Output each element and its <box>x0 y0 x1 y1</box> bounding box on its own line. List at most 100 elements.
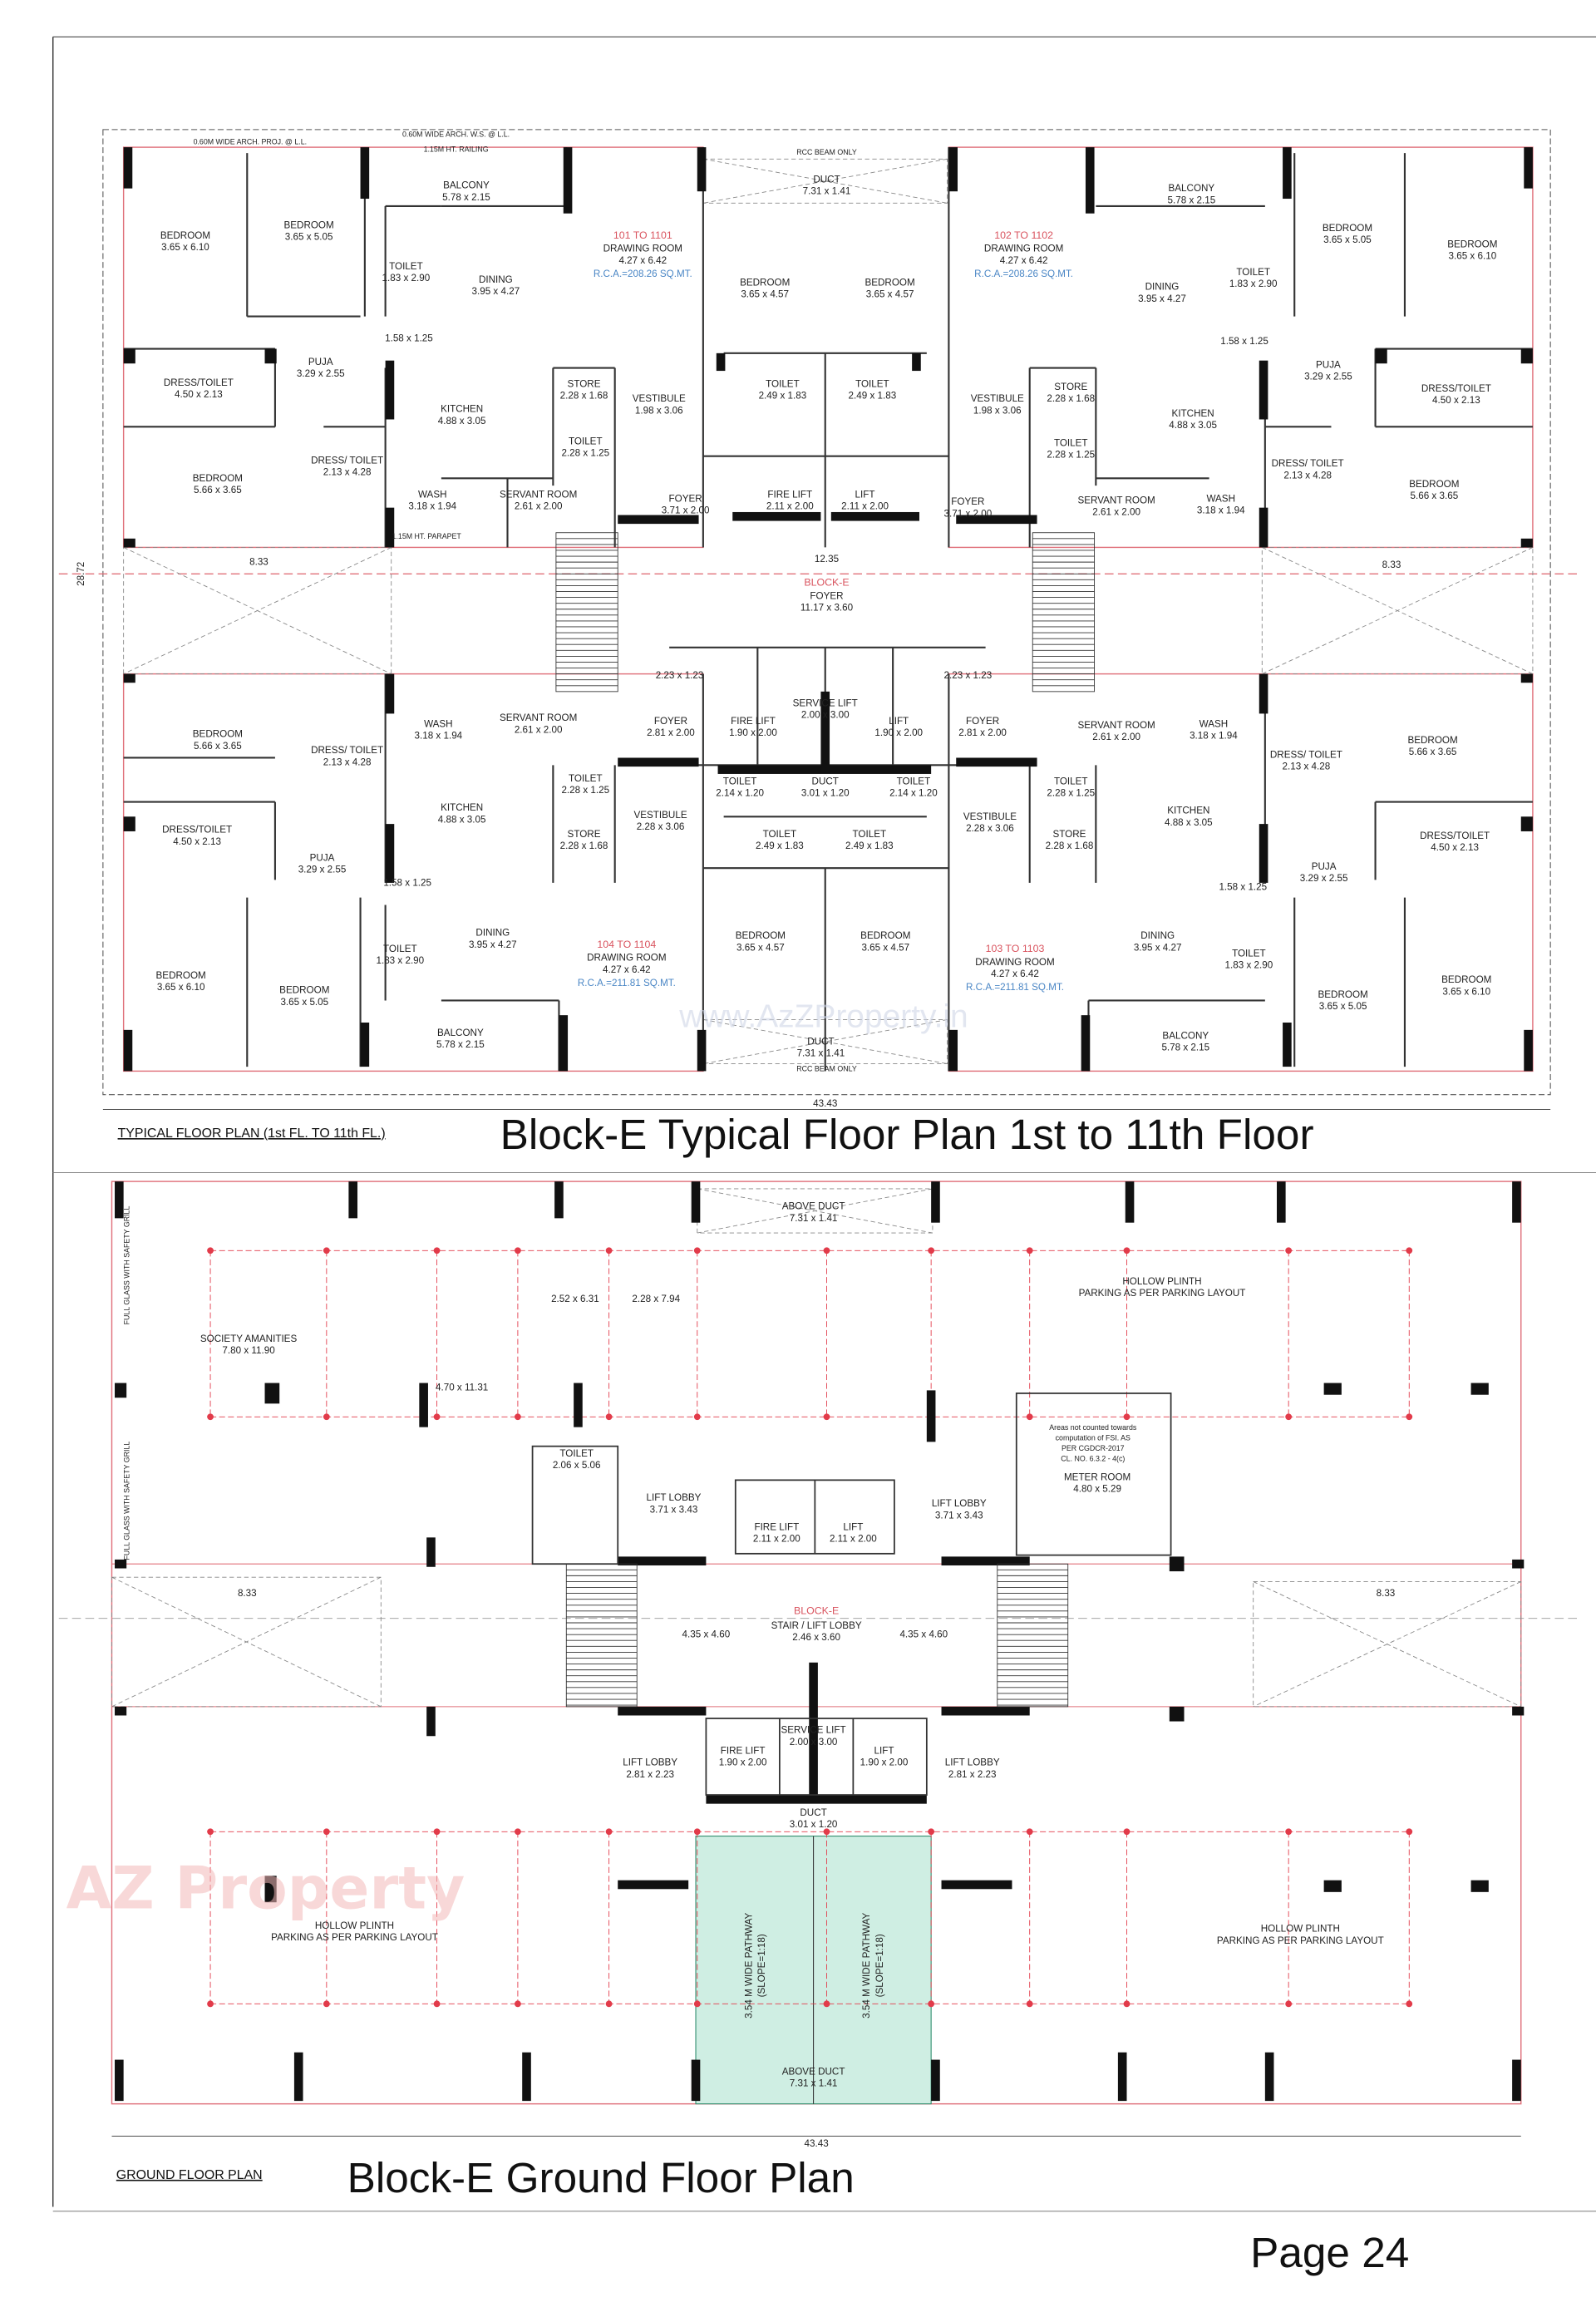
room-name: TOILET <box>897 776 931 786</box>
room-label: 4.70 x 11.31 <box>436 1382 488 1393</box>
column <box>1470 1880 1489 1892</box>
room-name: DINING <box>475 928 510 939</box>
column <box>1125 1181 1135 1223</box>
column <box>264 348 277 364</box>
watermark-url: www.AzZProperty.in <box>678 998 968 1034</box>
rcc-beam-note: RCC BEAM ONLY <box>796 148 857 156</box>
room-name: DRESS/TOILET <box>162 825 232 836</box>
room-size: 2.49 x 1.83 <box>845 840 894 851</box>
unit-room-name: DRAWING ROOM <box>984 244 1063 254</box>
room-name: BEDROOM <box>279 985 329 996</box>
column-marker <box>823 1413 830 1421</box>
room-size: 2.52 x 6.31 <box>551 1294 599 1304</box>
room-size: 1.83 x 2.90 <box>1229 279 1278 289</box>
room-size: 2.28 x 1.25 <box>561 785 609 796</box>
column-marker <box>433 1247 441 1255</box>
column <box>115 1181 124 1219</box>
column <box>830 511 919 521</box>
room-size: 3.01 x 1.20 <box>801 787 850 798</box>
column <box>956 757 1037 767</box>
column <box>1524 147 1533 189</box>
column <box>559 1015 569 1072</box>
column-marker <box>515 2000 521 2008</box>
room-name: BEDROOM <box>864 277 914 288</box>
column-marker <box>1285 1828 1293 1836</box>
room-size: 2.28 x 1.68 <box>1046 840 1094 851</box>
staircase <box>565 1563 638 1708</box>
room-name: LIFT LOBBY <box>945 1757 1000 1768</box>
room-size: 3.65 x 6.10 <box>161 242 209 253</box>
room-name: TOILET <box>1054 776 1088 786</box>
room-size: 2.13 x 4.28 <box>323 467 372 478</box>
room-name: TOILET <box>1232 948 1266 959</box>
unit-number: 103 TO 1103 <box>986 943 1045 954</box>
room-size: 2.14 x 1.20 <box>889 787 938 798</box>
column <box>264 1383 280 1404</box>
room-size: 4.88 x 3.05 <box>438 814 486 825</box>
room-name: KITCHEN <box>1167 806 1209 816</box>
column <box>956 515 1037 525</box>
room-name: PUJA <box>1316 360 1341 371</box>
page-number: Page 24 <box>1250 2229 1409 2276</box>
room-name: WASH <box>1206 494 1235 505</box>
room-name: TOILET <box>569 773 603 784</box>
room-name: FOYER <box>966 716 999 727</box>
column-marker <box>1406 1413 1413 1421</box>
column-marker <box>693 1413 701 1421</box>
column-marker <box>433 2000 441 2008</box>
room-name: TOILET <box>855 379 889 390</box>
column <box>115 1559 127 1569</box>
column <box>348 1181 358 1219</box>
room-name: STORE <box>568 829 601 840</box>
column <box>1117 2052 1127 2102</box>
column <box>1512 1559 1525 1569</box>
pathway-slope: (SLOPE=1:18) <box>874 1934 885 1997</box>
room-name: DRESS/TOILET <box>1420 831 1490 841</box>
central-foyer-size: 11.17 x 3.60 <box>800 603 854 614</box>
room-name: KITCHEN <box>441 802 483 813</box>
column <box>385 673 395 714</box>
room-size: 3.29 x 2.55 <box>1304 372 1352 382</box>
column <box>941 1706 1030 1716</box>
column <box>1520 538 1533 548</box>
column <box>1524 1029 1533 1072</box>
foyer-span: 12.35 <box>815 554 839 564</box>
room-size: 2.49 x 1.83 <box>759 391 807 402</box>
room-name: WASH <box>1199 718 1229 729</box>
unit-room-name: DRAWING ROOM <box>587 953 666 964</box>
column <box>1520 816 1533 831</box>
arch-proj-note: 0.60M WIDE ARCH. PROJ. @ L.L. <box>194 138 308 146</box>
column <box>123 348 135 364</box>
column-marker <box>823 1247 830 1255</box>
room-size: 2.11 x 2.00 <box>830 1534 877 1545</box>
typical-floor-caption: TYPICAL FLOOR PLAN (1st FL. TO 11th FL.) <box>118 1126 386 1141</box>
column <box>115 2059 124 2102</box>
room-size: 1.98 x 3.06 <box>973 405 1022 416</box>
room-name: TOILET <box>569 436 603 447</box>
column <box>1081 1015 1091 1072</box>
